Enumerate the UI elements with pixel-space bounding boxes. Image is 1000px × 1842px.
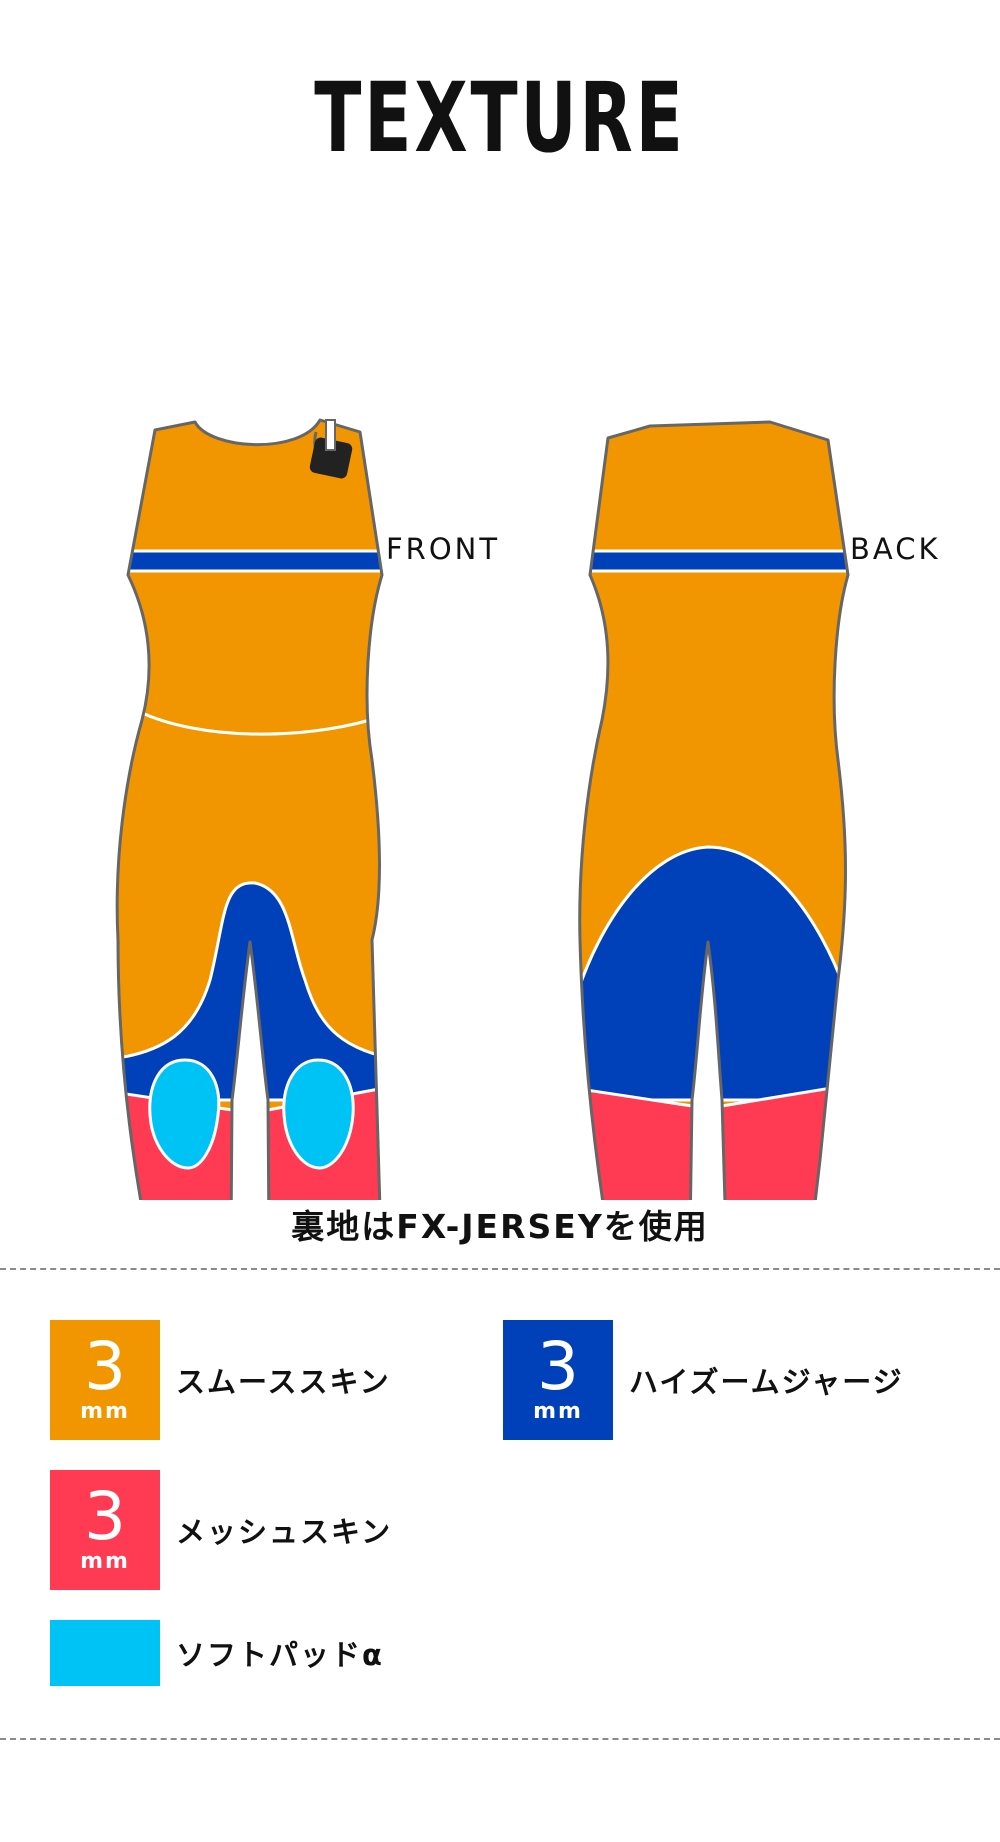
back-label: BACK xyxy=(850,532,941,566)
page-title: TEXTURE xyxy=(314,62,686,174)
legend-label: ハイズームジャージ xyxy=(629,1365,904,1399)
legend-label: スムーススキン xyxy=(176,1365,391,1399)
divider-bottom xyxy=(0,1738,1000,1740)
lining-note: 裏地はFX-JERSEYを使用 xyxy=(291,1207,709,1246)
thickness-unit: mm xyxy=(80,1398,130,1424)
zip-tab-icon xyxy=(309,419,353,479)
swatch-soft-pad xyxy=(50,1620,160,1686)
back-suit xyxy=(578,420,850,1200)
divider-top xyxy=(0,1268,1000,1270)
legend-item-mesh-skin: 3 mm メッシュスキン xyxy=(50,1470,392,1590)
thickness-unit: mm xyxy=(80,1548,130,1574)
swatch-smooth-skin: 3 mm xyxy=(50,1320,160,1440)
legend-label: ソフトパッドα xyxy=(176,1638,384,1672)
swatch-mesh-skin: 3 mm xyxy=(50,1470,160,1590)
front-label: FRONT xyxy=(386,532,501,566)
legend-item-high-zoom-jersey: 3 mm ハイズームジャージ xyxy=(503,1320,904,1440)
thickness-value: 3 xyxy=(84,1477,126,1555)
thickness-value: 3 xyxy=(84,1327,126,1405)
legend-item-soft-pad: ソフトパッドα xyxy=(50,1620,384,1686)
front-suit xyxy=(115,418,384,1200)
thickness-value: 3 xyxy=(537,1327,579,1405)
thickness-unit: mm xyxy=(533,1398,583,1424)
legend-item-smooth-skin: 3 mm スムーススキン xyxy=(50,1320,391,1440)
wetsuit-diagram xyxy=(115,418,850,1200)
swatch-high-zoom-jersey: 3 mm xyxy=(503,1320,613,1440)
legend-label: メッシュスキン xyxy=(176,1515,393,1549)
